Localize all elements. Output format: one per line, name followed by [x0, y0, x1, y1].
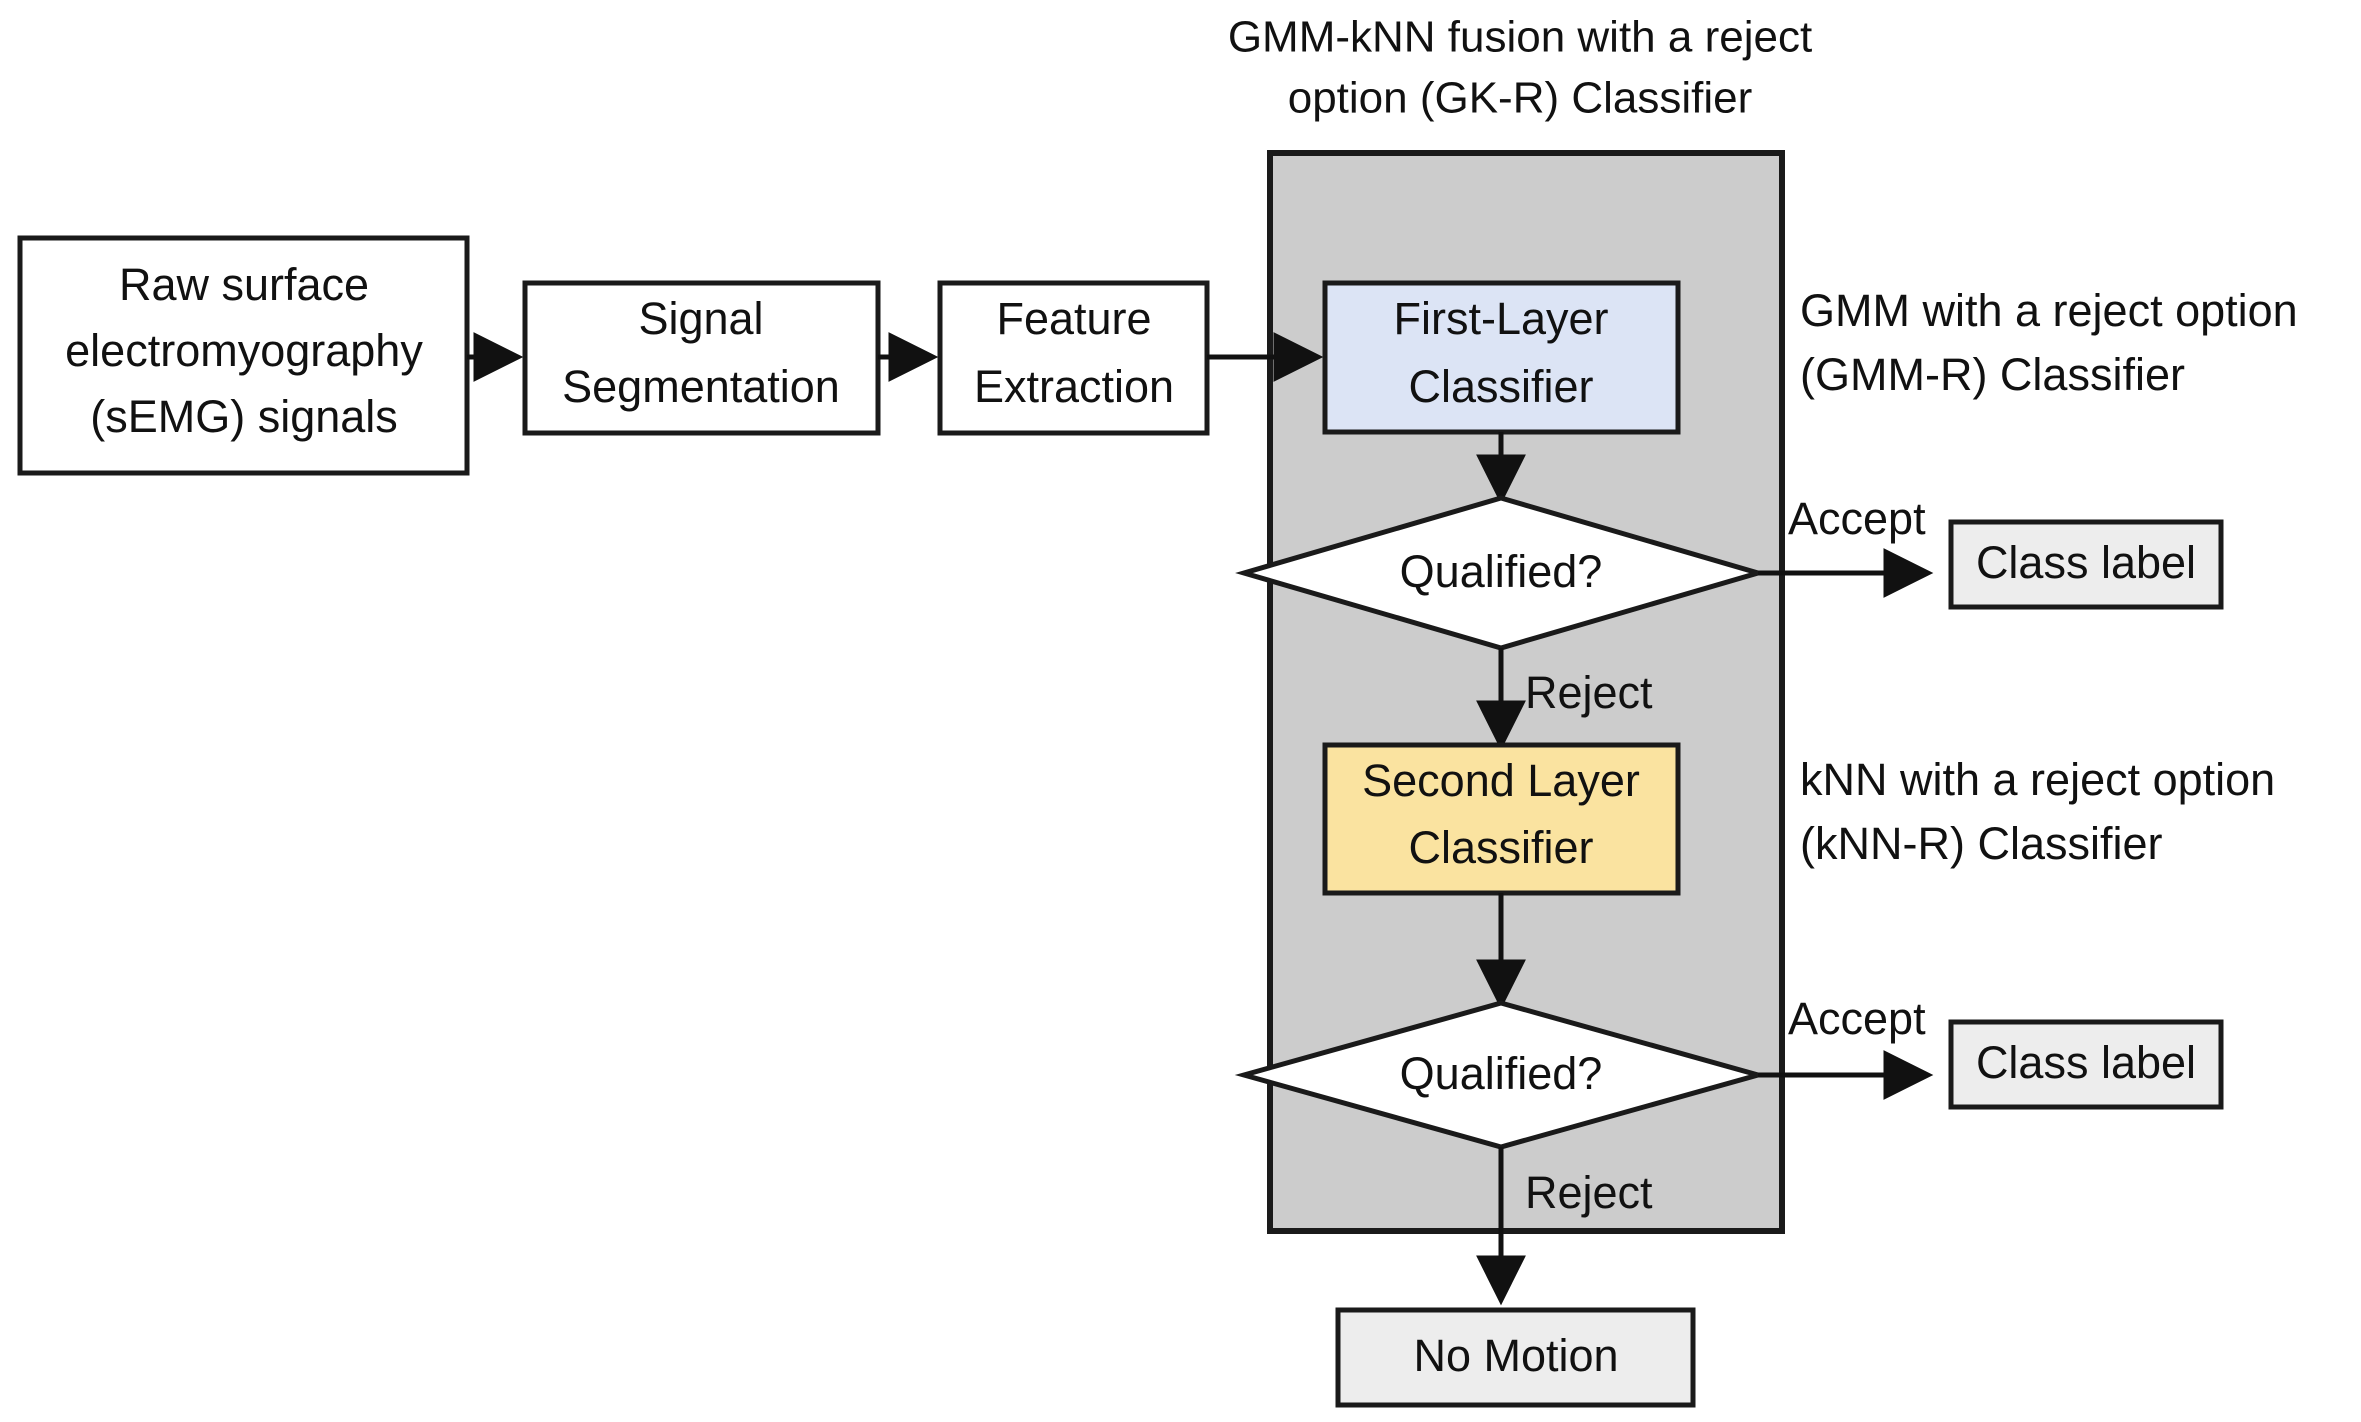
decision1-accept-label: Accept: [1788, 493, 1926, 544]
second-layer-line1: Second Layer: [1362, 755, 1640, 806]
class-label-1-text: Class label: [1976, 537, 2196, 588]
annotation-knn-r-line2: (kNN-R) Classifier: [1800, 818, 2162, 869]
no-motion-box: No Motion: [1335, 1307, 1696, 1408]
annotation-gmm-r-line2: (GMM-R) Classifier: [1800, 349, 2185, 400]
raw-semg-line1: Raw surface: [119, 259, 369, 310]
annotation-knn-r: kNN with a reject option (kNN-R) Classif…: [1800, 754, 2275, 869]
decision2-reject-label: Reject: [1525, 1167, 1653, 1218]
signal-segmentation-line2: Segmentation: [562, 361, 840, 412]
first-layer-line2: Classifier: [1408, 361, 1593, 412]
second-layer-line2: Classifier: [1408, 822, 1593, 873]
signal-segmentation-box: Signal Segmentation: [522, 280, 881, 436]
class-label-box-1: Class label: [1948, 519, 2224, 610]
decision-qualified-2: Qualified?: [1234, 1000, 1768, 1150]
raw-semg-line2: electromyography: [65, 325, 423, 376]
first-layer-classifier-box: First-Layer Classifier: [1322, 280, 1681, 435]
annotation-gmm-r: GMM with a reject option (GMM-R) Classif…: [1800, 285, 2298, 400]
decision-qualified-2-label: Qualified?: [1400, 1048, 1603, 1099]
diagram-title-line1: GMM-kNN fusion with a reject: [1228, 13, 1812, 62]
feature-extraction-line2: Extraction: [974, 361, 1174, 412]
decision-qualified-1-label: Qualified?: [1400, 546, 1603, 597]
no-motion-text: No Motion: [1413, 1330, 1618, 1381]
decision-qualified-1: Qualified?: [1235, 495, 1767, 651]
feature-extraction-line1: Feature: [996, 293, 1151, 344]
decision1-reject-label: Reject: [1525, 667, 1653, 718]
feature-extraction-box: Feature Extraction: [937, 280, 1210, 436]
decision2-accept-label: Accept: [1788, 993, 1926, 1044]
class-label-2-text: Class label: [1976, 1037, 2196, 1088]
annotation-gmm-r-line1: GMM with a reject option: [1800, 285, 2298, 336]
second-layer-classifier-box: Second Layer Classifier: [1322, 742, 1681, 896]
diagram-title-line2: option (GK-R) Classifier: [1288, 74, 1753, 123]
annotation-knn-r-line1: kNN with a reject option: [1800, 754, 2275, 805]
signal-segmentation-line1: Signal: [638, 293, 763, 344]
raw-semg-line3: (sEMG) signals: [90, 391, 398, 442]
raw-semg-box: Raw surface electromyography (sEMG) sign…: [17, 235, 470, 476]
class-label-box-2: Class label: [1948, 1019, 2224, 1110]
first-layer-line1: First-Layer: [1393, 293, 1608, 344]
